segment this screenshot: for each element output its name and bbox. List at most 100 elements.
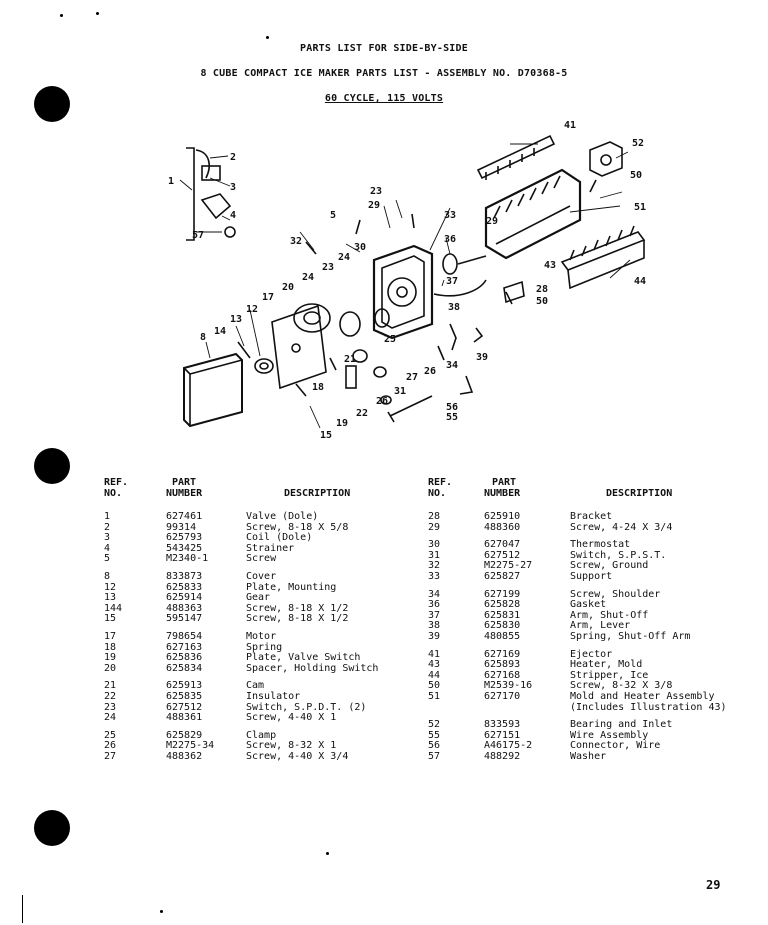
col-header-description: DESCRIPTION (284, 488, 351, 499)
ref-no: 13 (104, 592, 117, 604)
description: Screw, 8-32 X 3/8 (570, 680, 673, 692)
description: Screw, 8-18 X 1/2 (246, 602, 349, 614)
part-number: 627047 (484, 539, 521, 551)
ref-no: 50 (428, 680, 441, 692)
part-number: 625836 (166, 652, 203, 664)
callout-12: 12 (246, 304, 258, 315)
part-number: 625914 (166, 592, 203, 604)
callout-25: 25 (384, 334, 396, 345)
description: Arm, Lever (570, 620, 631, 632)
part-number: 625793 (166, 532, 203, 544)
callout-27: 27 (406, 372, 418, 383)
binder-hole-top (34, 86, 70, 122)
ref-no: 33 (428, 571, 441, 582)
description: Strainer (246, 542, 295, 554)
ref-no: 24 (104, 712, 117, 724)
ref-no: 29 (428, 521, 441, 533)
part-number: 488360 (484, 521, 521, 533)
col-header-part-2: NUMBER (166, 488, 203, 499)
part-number: M2340-1 (166, 553, 209, 565)
title-line-3: 60 CYCLE, 115 VOLTS (0, 93, 768, 104)
callout-18: 18 (312, 382, 324, 393)
description: Plate, Mounting (246, 581, 337, 593)
part-number: 625835 (166, 691, 203, 702)
ref-no: 51 (428, 691, 441, 702)
callout-50a: 50 (630, 170, 642, 181)
callout-1: 1 (168, 176, 174, 187)
ref-no: 31 (428, 549, 441, 561)
description: Gear (246, 592, 271, 604)
callout-37: 37 (446, 276, 458, 287)
part-number: 627199 (484, 588, 521, 600)
part-number: 798654 (166, 631, 203, 642)
description: Screw, 8-18 X 5/8 (246, 521, 349, 533)
part-number: M2275-34 (166, 740, 215, 752)
binder-hole-middle (34, 448, 70, 484)
part-number: 543425 (166, 542, 203, 554)
ref-no: 17 (104, 631, 117, 642)
description: Switch, S.P.D.T. (2) (246, 701, 367, 713)
ref-no: 5 (104, 553, 111, 565)
part-number: 625828 (484, 599, 521, 611)
part-number: 627461 (166, 511, 203, 522)
callout-38: 38 (448, 302, 460, 313)
ref-no: 144 (104, 602, 123, 614)
speck (266, 36, 269, 39)
description: Spring (246, 641, 283, 653)
part-number: 833873 (166, 571, 203, 582)
description: Screw, 4-40 X 3/4 (246, 751, 349, 762)
ref-no: 32 (428, 560, 441, 572)
speck (96, 12, 99, 15)
description: Screw, 4-24 X 3/4 (570, 521, 673, 533)
callout-23a: 23 (370, 186, 382, 197)
callout-39: 39 (476, 352, 488, 363)
part-number: 488362 (166, 751, 203, 762)
description: (Includes Illustration 43) (570, 701, 727, 713)
callout-13: 13 (230, 314, 242, 325)
speck (160, 910, 163, 913)
part-number: 627512 (484, 549, 521, 561)
ref-no: 23 (104, 701, 117, 713)
callout-23b: 23 (322, 262, 334, 273)
callout-56: 56 (446, 402, 458, 413)
callout-19: 19 (336, 418, 348, 429)
description: Screw, 8-18 X 1/2 (246, 613, 349, 625)
part-number: 488363 (166, 602, 203, 614)
col-header-ref-2: NO. (428, 488, 447, 499)
description: Clamp (246, 729, 277, 741)
ref-no: 28 (428, 511, 441, 522)
callout-34: 34 (446, 360, 458, 371)
ref-no: 8 (104, 571, 111, 582)
ref-no: 38 (428, 620, 441, 632)
part-number: 625829 (166, 729, 203, 741)
description: Insulator (246, 691, 301, 702)
part-number: 625827 (484, 571, 521, 582)
ref-no: 55 (428, 729, 441, 741)
part-number: 595147 (166, 613, 203, 625)
part-number: 833593 (484, 719, 521, 731)
part-number: 625831 (484, 609, 521, 621)
ref-no: 41 (428, 648, 441, 660)
col-header-ref-2: NO. (104, 488, 123, 499)
description: Thermostat (570, 539, 631, 551)
description: Wire Assembly (570, 729, 649, 741)
ref-no: 34 (428, 588, 441, 600)
callout-22: 22 (356, 408, 368, 419)
ref-no: 2 (104, 521, 111, 533)
col-header-part: PART (172, 477, 197, 488)
ref-no: 36 (428, 599, 441, 611)
description: Gasket (570, 599, 607, 611)
ref-no: 44 (428, 669, 441, 681)
ref-no: 37 (428, 609, 441, 621)
col-header-ref: REF. (428, 477, 453, 488)
ref-no: 56 (428, 740, 441, 752)
scan-edge-mark (22, 895, 23, 923)
description: Mold and Heater Assembly (570, 691, 715, 702)
part-number: M2275-27 (484, 560, 533, 572)
description: Washer (570, 751, 607, 762)
voltage-spec: 60 CYCLE, 115 VOLTS (324, 93, 444, 104)
ref-no: 26 (104, 740, 117, 752)
callout-41: 41 (564, 120, 576, 131)
ref-no: 20 (104, 662, 117, 674)
callout-14: 14 (214, 326, 226, 337)
